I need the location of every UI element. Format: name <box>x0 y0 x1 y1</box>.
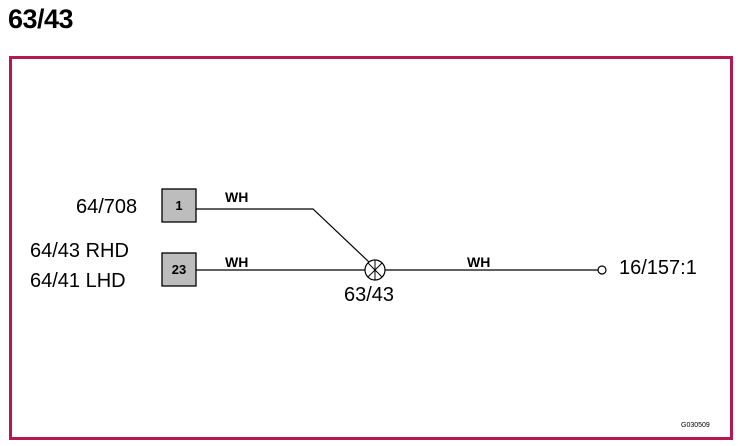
component-label-64-708: 64/708 <box>76 196 138 218</box>
component-label-64-43-rhd: 64/43 RHD <box>30 240 129 262</box>
connector-pin-23: 23 <box>171 262 187 277</box>
splice-icon <box>364 259 386 281</box>
wire-color-label-1: WH <box>225 189 249 205</box>
terminal-circle-icon <box>597 265 607 275</box>
component-label-64-41-lhd: 64/41 LHD <box>30 270 126 292</box>
diagram-frame <box>9 56 733 440</box>
page-title: 63/43 <box>8 4 74 34</box>
terminal-label: 16/157:1 <box>619 257 697 279</box>
connector-box-23 <box>161 252 197 287</box>
wire-1 <box>196 208 370 263</box>
wire-color-label-2: WH <box>225 254 249 270</box>
connector-pin-1: 1 <box>175 198 183 213</box>
splice-label: 63/43 <box>344 284 395 306</box>
wire-color-label-3: WH <box>467 254 491 270</box>
figure-code: G030509 <box>681 422 710 429</box>
connector-box-1 <box>161 188 197 223</box>
